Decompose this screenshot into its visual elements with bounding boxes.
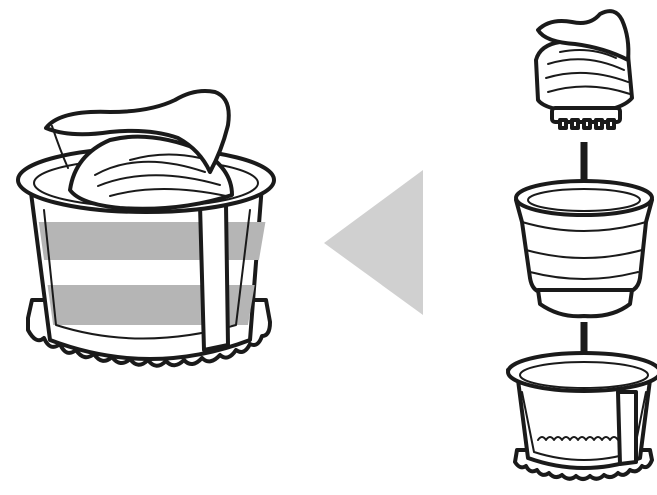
assembled-side-rib [200,205,228,350]
direction-arrow-left [324,170,423,315]
drum-foot [538,290,632,316]
holder-rim-outer [508,353,657,391]
shade-band-lower [30,285,270,325]
part-screw-auger [536,11,632,128]
assembled-unit [18,91,274,366]
part-brush-holder [508,353,657,479]
part-juicing-drum [516,181,652,316]
drum-rim-outer [516,181,652,215]
shade-band-upper [30,222,270,260]
exploded-parts [508,11,657,479]
holder-side-rib [618,392,636,464]
